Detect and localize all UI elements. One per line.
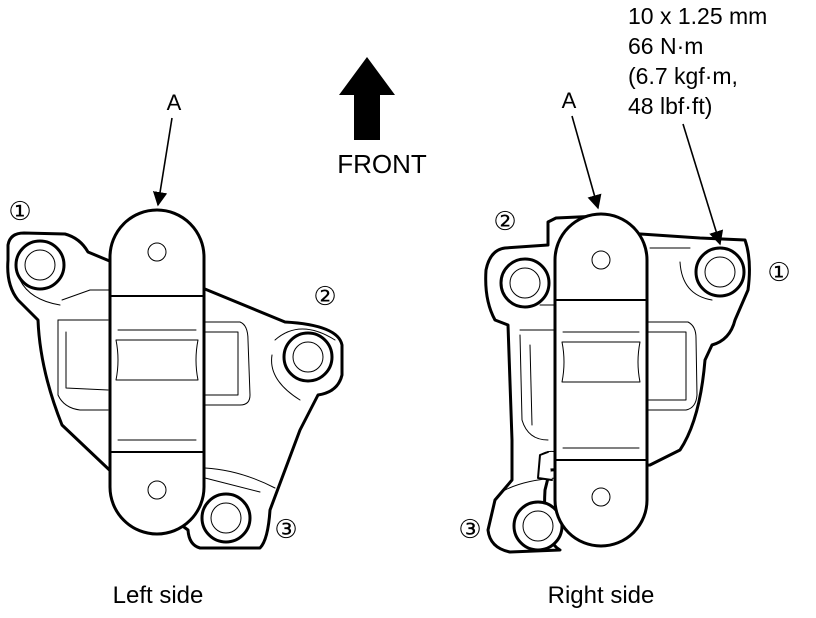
torque-spec-line-1: 10 x 1.25 mm [628,3,767,29]
front-label: FRONT [337,149,427,179]
right-side-caption: Right side [548,582,655,609]
left-mount-bracket [6,208,344,550]
right-part-label-a: A [562,88,577,113]
torque-spec: 10 x 1.25 mm 66 N·m (6.7 kgf·m, 48 lbf·f… [628,3,767,119]
left-bolt-1 [14,239,66,291]
right-bolt-3 [512,500,564,552]
right-bolt-label-2: ② [493,207,516,237]
left-mount-strap-a [108,208,206,536]
torque-spec-line-4: 48 lbf·ft) [628,93,712,119]
left-bolt-label-3: ③ [274,515,297,545]
right-mount-strap-a [553,212,649,548]
right-bolt-1 [694,246,746,298]
left-bolt-label-2: ② [313,282,336,312]
right-bolt-label-1: ① [767,258,790,288]
right-bolt-label-3: ③ [458,515,481,545]
left-bolt-label-1: ① [8,197,31,227]
front-direction-arrow [339,57,395,140]
left-bolt-3 [200,492,252,544]
left-bolt-2 [282,331,334,383]
right-mount-bracket [484,212,751,554]
left-side-caption: Left side [113,582,204,609]
left-part-a-arrow [152,117,173,207]
torque-spec-line-3: (6.7 kgf·m, [628,63,738,89]
torque-spec-line-2: 66 N·m [628,33,703,59]
torque-spec-arrow [682,123,724,246]
left-part-label-a: A [167,90,182,115]
right-bolt-2 [499,257,551,309]
right-part-a-arrow [571,115,602,210]
